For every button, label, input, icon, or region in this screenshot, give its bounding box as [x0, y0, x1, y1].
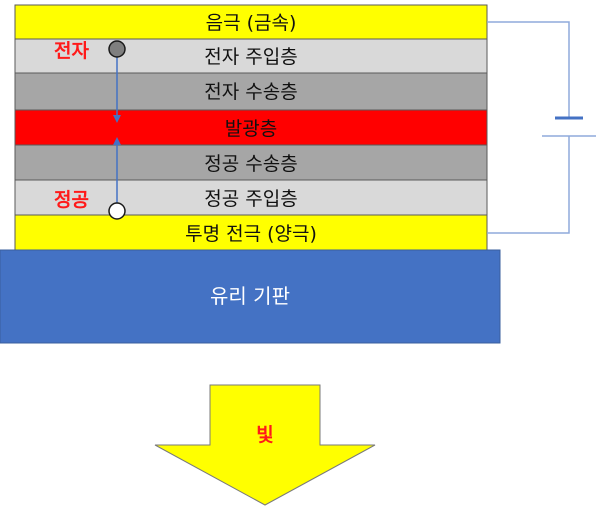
- layer-stack: 음극 (금속) 전자 주입층 전자 수송층 발광층 정공 수송층 정공 주입층 …: [14, 4, 488, 251]
- glass-substrate-label: 유리 기판: [210, 284, 290, 308]
- layer-hole-injection-label: 정공 주입층: [204, 188, 297, 210]
- layer-anode-label: 투명 전극 (양극): [185, 223, 317, 245]
- layer-hole-transport-label: 정공 수송층: [204, 153, 297, 175]
- layer-emissive: [14, 109, 488, 146]
- layer-electron-transport-label: 전자 수송층: [204, 81, 297, 103]
- electron-label: 전자: [54, 40, 89, 62]
- circuit-wire-top: [487, 21, 570, 118]
- layer-cathode: [14, 4, 488, 40]
- layer-electron-injection-label: 전자 주입층: [204, 46, 297, 68]
- circuit-wire-bottom: [487, 136, 570, 234]
- light-label: 빛: [256, 424, 273, 446]
- light-arrow-icon: [154, 384, 376, 506]
- hole-dot-icon: [108, 202, 126, 220]
- layer-hole-injection: [14, 179, 488, 216]
- layer-cathode-label: 음극 (금속): [206, 12, 297, 34]
- hole-arrowhead-icon: [113, 137, 121, 145]
- hole-label: 정공: [54, 189, 89, 211]
- electron-dot-icon: [108, 40, 126, 58]
- layer-anode: [14, 214, 488, 251]
- layer-hole-transport: [14, 144, 488, 181]
- electron-arrowhead-icon: [113, 115, 121, 123]
- external-circuit: [487, 21, 596, 234]
- layer-electron-transport: [14, 72, 488, 111]
- layer-emissive-label: 발광층: [225, 118, 277, 140]
- glass-substrate: [0, 249, 501, 344]
